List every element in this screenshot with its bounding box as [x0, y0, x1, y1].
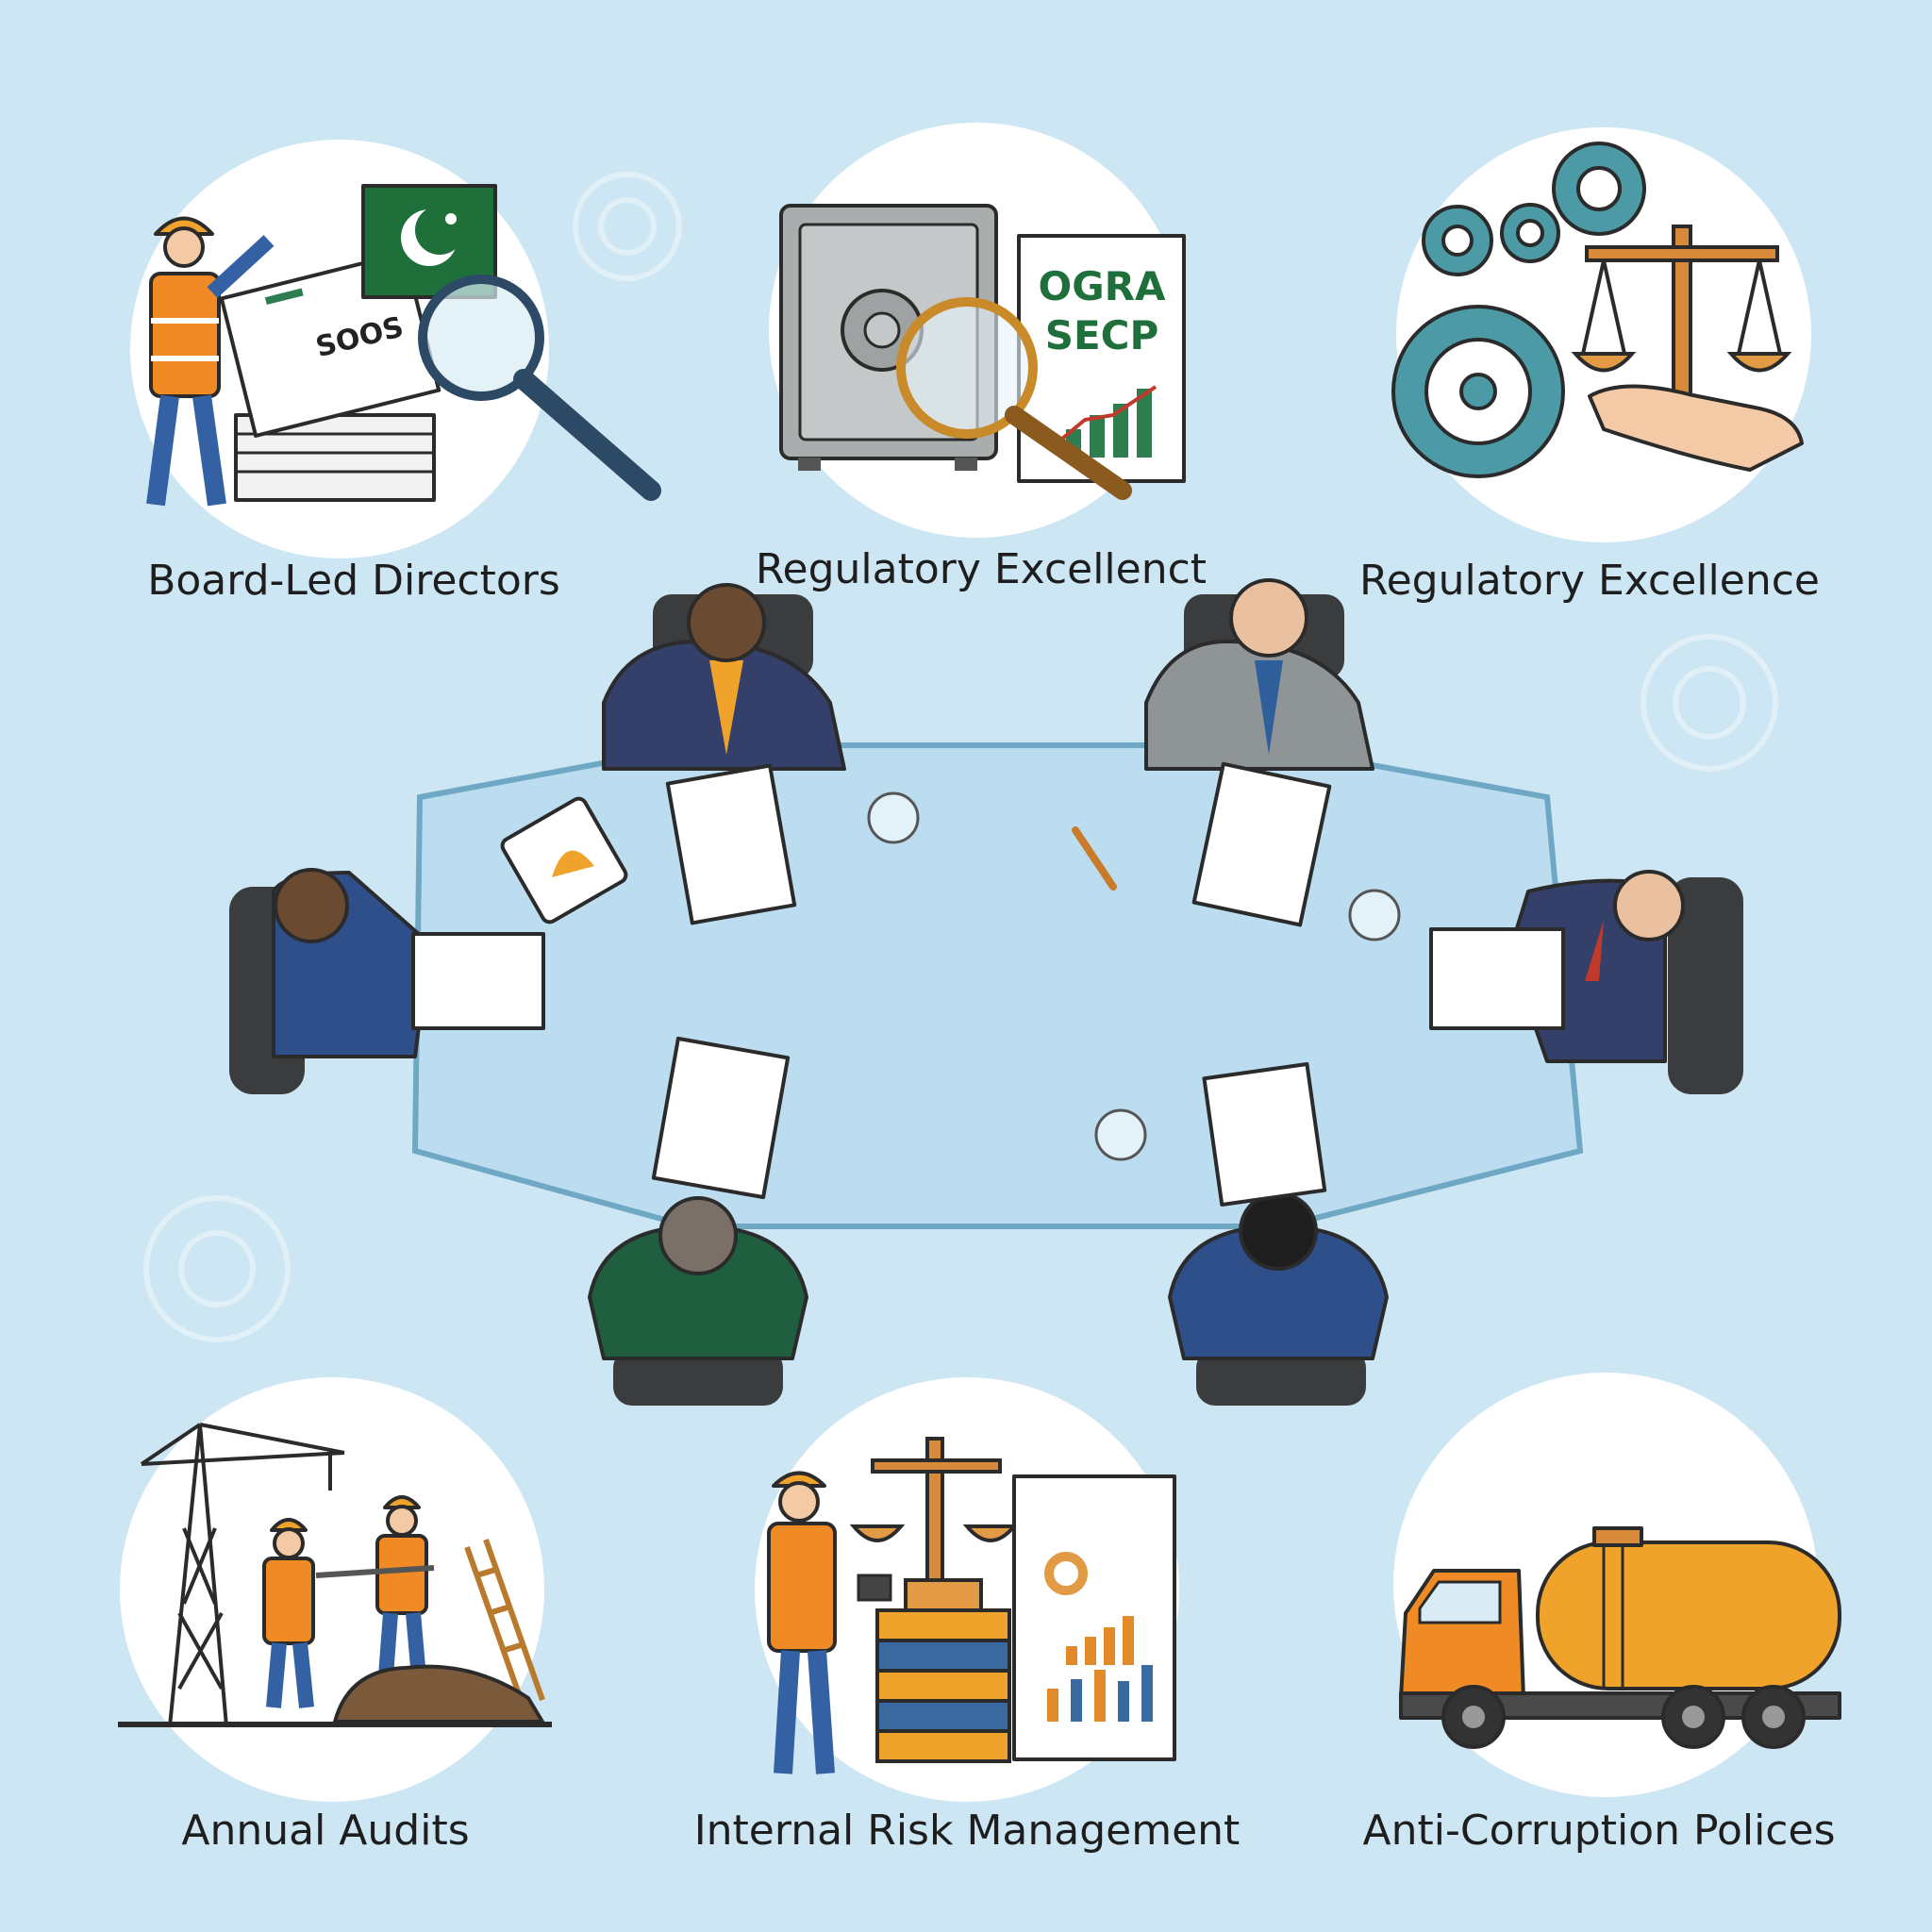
book-stack-icon — [875, 1578, 1011, 1763]
worker-tablet-icon — [767, 1471, 892, 1774]
background-gear-icon — [143, 172, 1778, 1342]
hard-hat-worker-icon — [146, 216, 275, 507]
balance-scale-icon — [1571, 225, 1792, 436]
crane-tower-icon — [140, 1423, 345, 1727]
ladder-icon — [464, 1539, 545, 1708]
board-member-top-right — [1144, 578, 1374, 927]
pen-icon — [1072, 826, 1117, 891]
report-title-secp: SECP — [1045, 312, 1159, 358]
panel-board-led-directors: SOOS Board-Led Directors — [130, 140, 661, 605]
tanker-truck-icon — [1399, 1526, 1841, 1749]
panel-label: Board-Led Directors — [147, 557, 560, 605]
panel-anti-corruption-polices: Anti-Corruption Polices — [1363, 1373, 1841, 1855]
board-meeting-scene — [229, 578, 1743, 1406]
magnifying-glass-icon — [418, 275, 661, 501]
board-member-top-left — [602, 583, 846, 925]
board-member-left — [272, 868, 545, 1058]
panel-label: Regulatory Excellence — [1359, 557, 1820, 605]
panel-internal-risk-management: Internal Risk Management — [694, 1377, 1241, 1855]
paper-stack-icon: SOOS — [219, 251, 441, 502]
bar-chart-icon — [1055, 385, 1158, 458]
panel-regulatory-excellence: Regulatory Excellence — [1359, 127, 1820, 605]
magnifying-glass-icon — [896, 297, 1132, 500]
report-title-ogra: OGRA — [1038, 263, 1166, 309]
panel-label: Annual Audits — [181, 1807, 469, 1855]
dirt-mound — [333, 1664, 544, 1724]
panel-label: Internal Risk Management — [694, 1807, 1241, 1855]
panel-label: Anti-Corruption Polices — [1363, 1807, 1836, 1855]
board-member-right — [1429, 870, 1685, 1063]
open-hand-icon — [1588, 384, 1804, 472]
balance-scale-icon — [849, 1437, 1019, 1601]
board-member-bottom-right — [1168, 1061, 1389, 1360]
panel-label: Regulatory Excellenct — [756, 545, 1207, 593]
report-chart-icon — [1012, 1474, 1176, 1761]
board-member-bottom-left — [588, 1036, 808, 1360]
table-glass-cup-icon — [867, 791, 1401, 1161]
gear-icon — [1391, 142, 1646, 478]
panel-regulatory-excellenct: OGRA SECP Regulatory Excellenct — [756, 123, 1207, 593]
panel-annual-audits: Annual Audits — [118, 1377, 552, 1855]
tablet-device-icon — [500, 796, 628, 924]
